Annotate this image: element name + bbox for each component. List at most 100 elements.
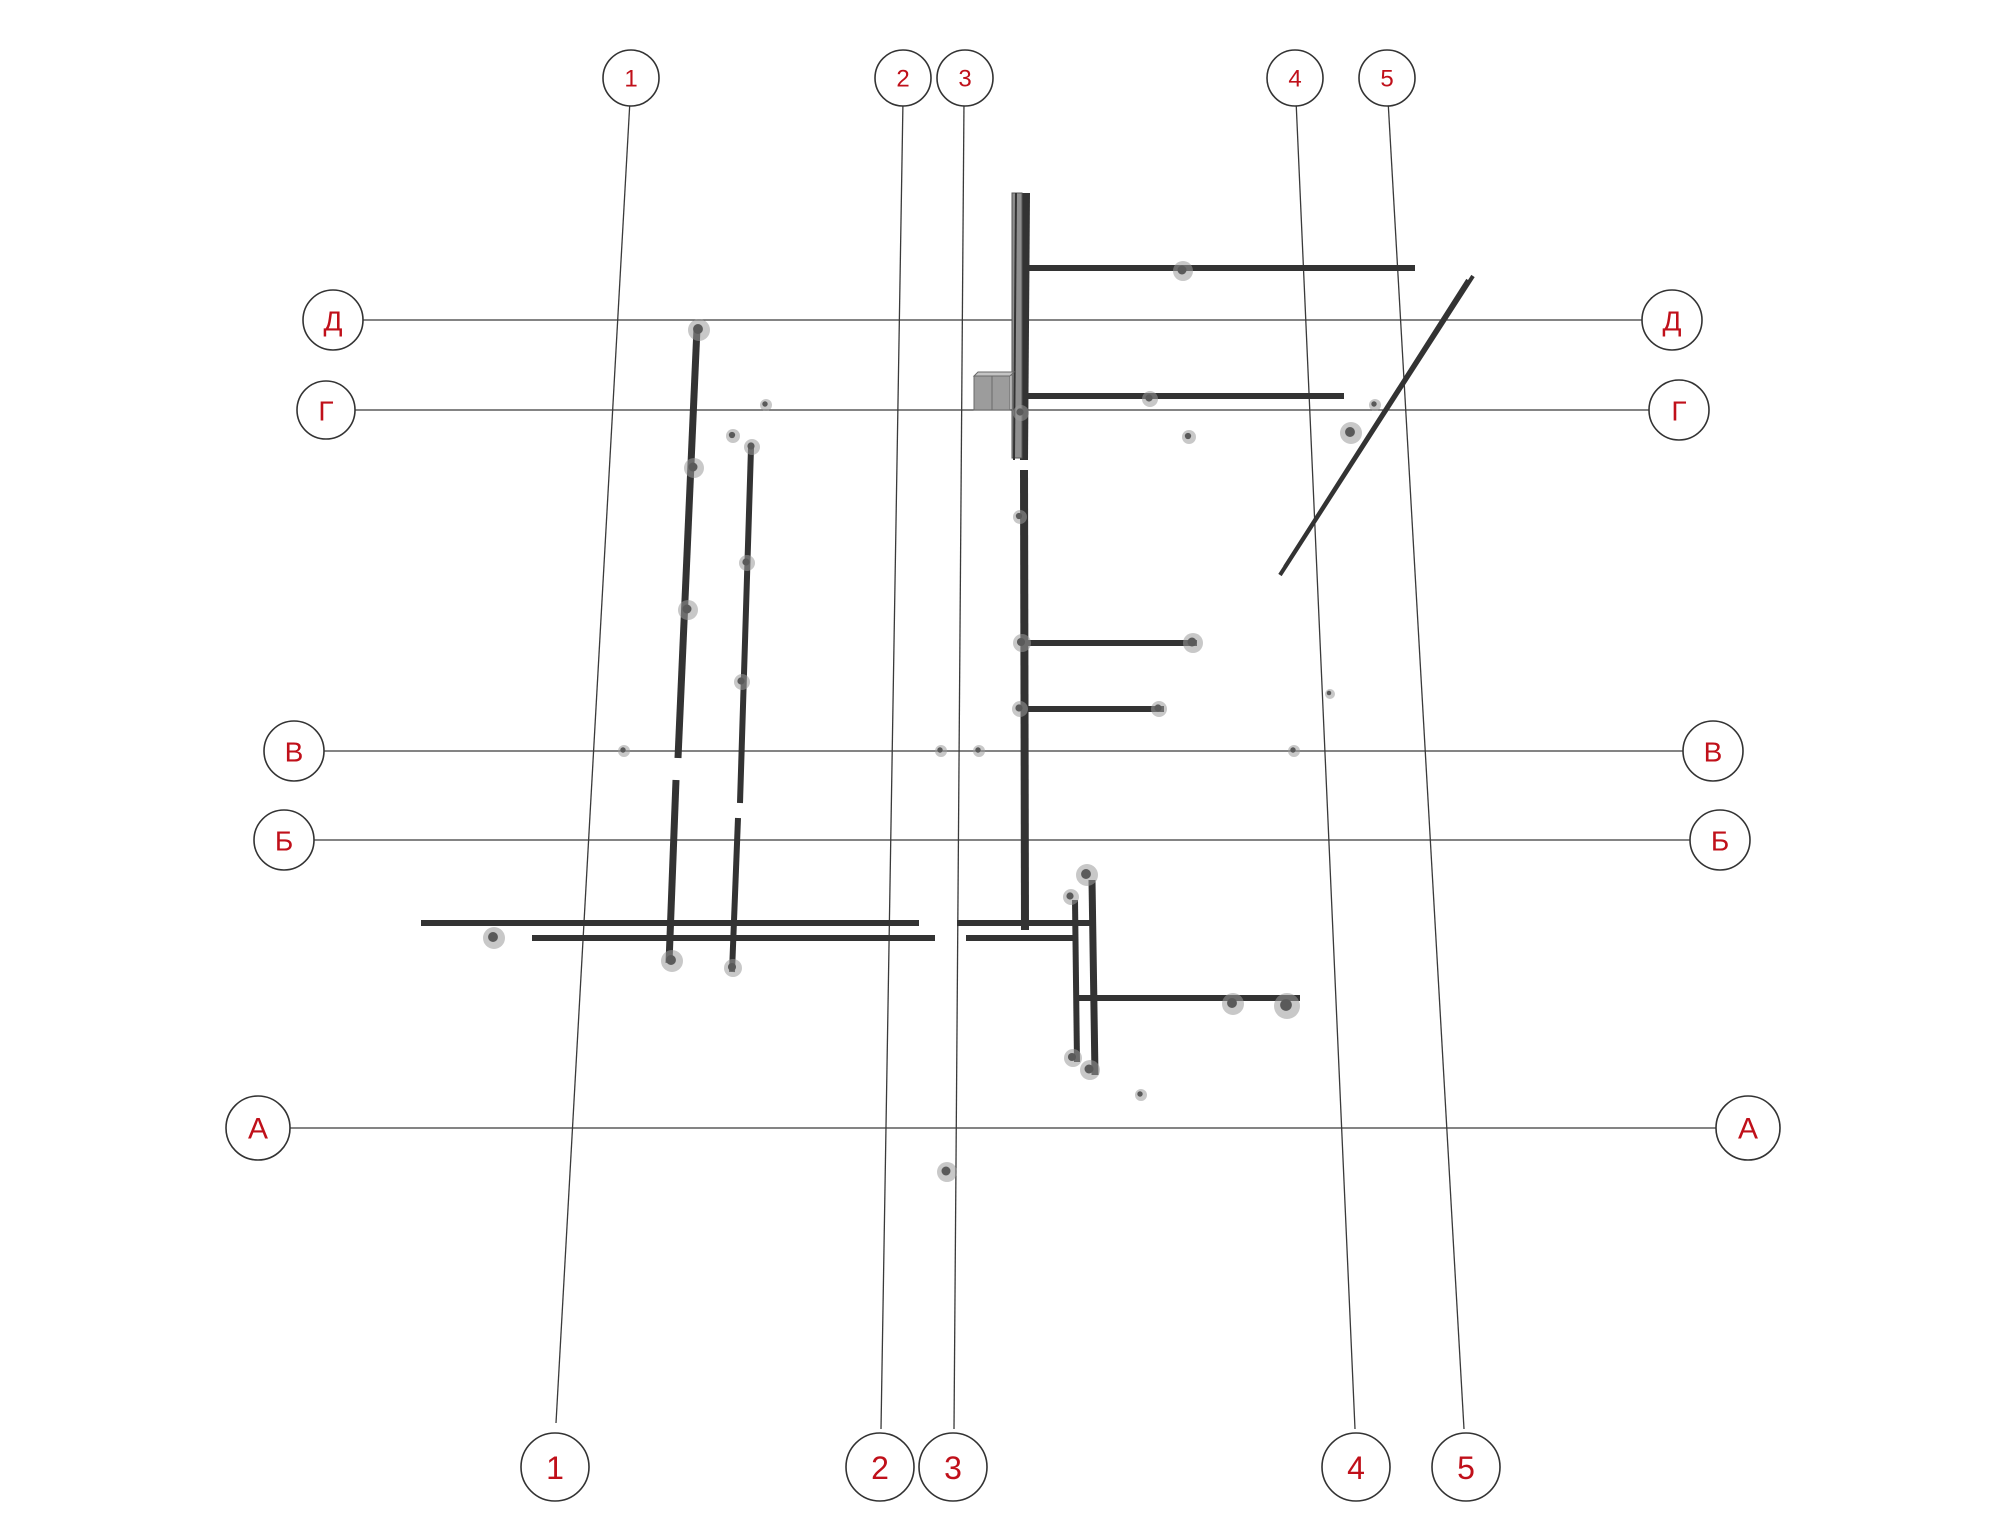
- pipe-fitting-core: [1177, 265, 1187, 275]
- axis-label: 4: [1347, 1450, 1365, 1486]
- axis-bubble-4-bottom: 4: [1321, 1432, 1391, 1502]
- axis-label: 1: [546, 1450, 564, 1486]
- axis-bubble-a-right: А: [1715, 1095, 1781, 1161]
- axis-label: А: [248, 1113, 268, 1146]
- pipe-fitting-core: [1280, 999, 1292, 1011]
- pipe-fitting-core: [1067, 1052, 1077, 1062]
- axis-line-2: [880, 99, 904, 1430]
- pipe-cluster-vertical-b: [1072, 899, 1080, 1063]
- axis-bubble-v-right: В: [1682, 720, 1744, 782]
- axis-label: 3: [944, 1450, 962, 1486]
- pipe-fitting-core: [737, 677, 745, 685]
- axis-bubble-circle: [845, 1432, 915, 1502]
- pipe-fitting-core: [620, 747, 626, 753]
- pipe-fitting-core: [1184, 432, 1192, 440]
- grid-lines: [290, 99, 1717, 1430]
- pipe-cluster-vertical-a: [1088, 879, 1099, 1076]
- axis-bubble-4-top: 4: [1266, 49, 1324, 107]
- pipe-second-vertical-upper: [737, 447, 754, 804]
- axis-bubble-circle: [1689, 809, 1751, 871]
- axis-label: А: [1738, 1113, 1758, 1146]
- axis-bubble-circle: [1358, 49, 1416, 107]
- axis-label: Г: [1671, 396, 1686, 427]
- equipment-box: [972, 371, 1016, 411]
- axis-label: 3: [958, 66, 971, 93]
- axis-bubble-v-left: В: [263, 720, 325, 782]
- pipes: [421, 192, 1475, 1076]
- axis-bubble-circle: [918, 1432, 988, 1502]
- pipe-fitting-core: [488, 932, 498, 942]
- pipe-fitting-core: [693, 324, 703, 334]
- axis-bubble-3-bottom: 3: [918, 1432, 988, 1502]
- axis-bubble-circle: [936, 49, 994, 107]
- axis-bubble-b-left: Б: [253, 809, 315, 871]
- pipe-left-vertical-upper: [674, 327, 701, 759]
- axis-bubble-g-left: Г: [296, 380, 356, 440]
- axis-bubble-5-bottom: 5: [1431, 1432, 1501, 1502]
- fittings: [483, 261, 1381, 1182]
- axis-label: 1: [624, 66, 637, 93]
- axis-bubble-circle: [253, 809, 315, 871]
- axis-label: Д: [324, 306, 343, 337]
- axis-label: Б: [275, 826, 293, 857]
- axis-label: Д: [1663, 306, 1682, 337]
- pipe-fitting-core: [941, 1166, 951, 1176]
- axis-bubble-d-right: Д: [1641, 289, 1703, 351]
- axis-bubble-circle: [1682, 720, 1744, 782]
- axis-label: Б: [1711, 826, 1729, 857]
- axis-bubble-circle: [1641, 289, 1703, 351]
- axis-bubble-circle: [1321, 1432, 1391, 1502]
- axis-label: 5: [1380, 66, 1393, 93]
- axis-label: 2: [871, 1450, 889, 1486]
- axis-bubble-circle: [1648, 379, 1710, 441]
- axis-bubble-circle: [263, 720, 325, 782]
- pipe-fitting-core: [1227, 998, 1237, 1008]
- pipe-fitting-core: [975, 747, 981, 753]
- axis-line-1: [555, 99, 631, 1424]
- axis-label: Г: [318, 396, 333, 427]
- axis-label: В: [1704, 737, 1723, 768]
- pipe-fitting-core: [1145, 394, 1153, 402]
- pipe-fitting-core: [666, 955, 676, 965]
- axis-bubble-g-right: Г: [1648, 379, 1710, 441]
- axis-bubbles: 1 2 3 4 5 1 2 3: [225, 49, 1781, 1502]
- axis-bubble-circle: [520, 1432, 590, 1502]
- axis-bubble-d-left: Д: [302, 289, 364, 351]
- pipe-main-riser: [1020, 469, 1029, 931]
- pipe-fitting-core: [682, 604, 692, 614]
- pipe-fitting-core: [747, 442, 755, 450]
- pipe-fitting-core: [727, 962, 737, 972]
- axis-bubble-5-top: 5: [1358, 49, 1416, 107]
- axis-bubble-2-top: 2: [874, 49, 932, 107]
- pipe-fitting-core: [1187, 637, 1197, 647]
- axis-bubble-circle: [874, 49, 932, 107]
- pipe-fitting-core: [937, 747, 943, 753]
- axis-label: 5: [1457, 1450, 1475, 1486]
- pipe-fitting-core: [1290, 747, 1296, 753]
- pipe-fitting-core: [1371, 401, 1377, 407]
- axis-bubble-b-right: Б: [1689, 809, 1751, 871]
- axis-label: В: [285, 737, 304, 768]
- axis-bubble-circle: [1266, 49, 1324, 107]
- pipe-fitting-core: [1081, 869, 1091, 879]
- pipe-fitting-core: [1345, 427, 1355, 437]
- pipe-left-vertical-lower: [665, 779, 680, 964]
- axis-line-3: [953, 99, 965, 1430]
- pipe-diagonal-inner: [1283, 278, 1470, 569]
- pipe-fitting-core: [728, 431, 736, 439]
- axis-bubble-circle: [302, 289, 364, 351]
- pipe-fitting-core: [1154, 704, 1162, 712]
- equipment-box-top: [972, 371, 1016, 377]
- pipe-fitting-core: [1137, 1091, 1143, 1097]
- axis-line-5: [1387, 99, 1465, 1430]
- pipe-fitting-core: [1326, 690, 1332, 696]
- axis-bubble-2-bottom: 2: [845, 1432, 915, 1502]
- pipe-fitting-core: [1015, 704, 1023, 712]
- axis-bubble-circle: [1715, 1095, 1781, 1161]
- pipe-second-vertical-lower: [729, 817, 741, 973]
- pipe-fitting-core: [1016, 408, 1024, 416]
- axis-label: 2: [896, 66, 909, 93]
- axis-bubble-circle: [1431, 1432, 1501, 1502]
- pipe-fitting-core: [688, 462, 698, 472]
